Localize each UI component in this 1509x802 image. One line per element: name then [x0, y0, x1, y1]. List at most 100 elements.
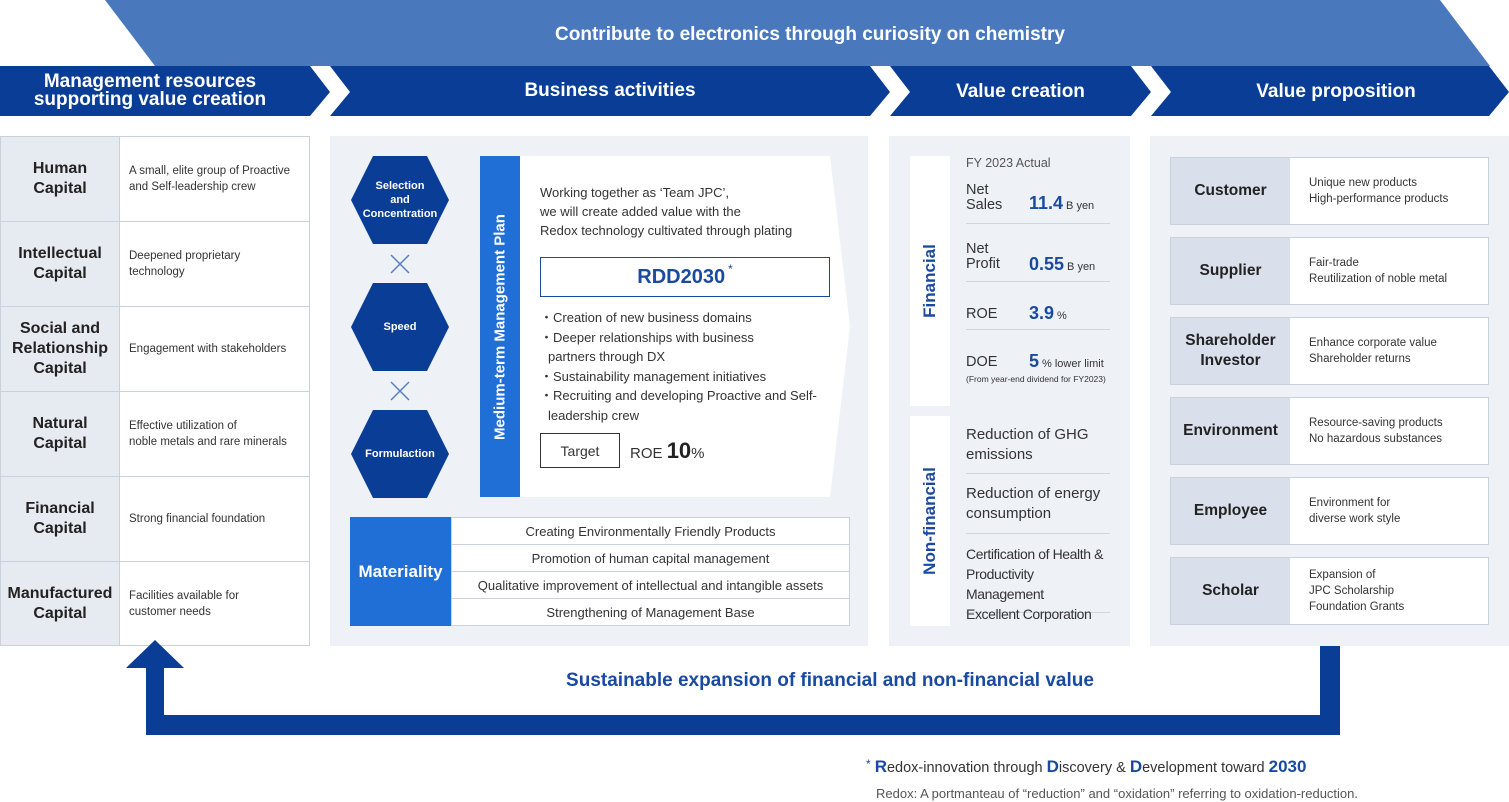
- stakeholder-name: Customer: [1171, 158, 1290, 224]
- stakeholder-desc: Unique new products High-performance pro…: [1290, 158, 1488, 224]
- resource-row: Social and Relationship Capital Engageme…: [1, 307, 309, 392]
- resource-desc: Deepened proprietary technology: [120, 222, 309, 306]
- kpi-number: 3.9: [1029, 303, 1055, 323]
- kpi-roe: ROE 3.9%: [966, 282, 1110, 330]
- table-row: Creating Environmentally Friendly Produc…: [452, 518, 849, 545]
- mtp-intro: Working together as ‘Team JPC’, we will …: [540, 185, 793, 238]
- top-banner-shape: [105, 0, 1490, 66]
- footnote-year: 2030: [1268, 757, 1307, 776]
- nonfinancial-item: Reduction of GHG emissions: [966, 425, 1110, 474]
- mtp-label-bar: Medium-term Management Plan: [480, 156, 520, 497]
- kpi-name: DOE: [966, 354, 998, 370]
- kpi-name: ROE: [966, 306, 998, 322]
- target-prefix: ROE: [630, 445, 663, 462]
- feedback-loop-arrow: [126, 640, 1340, 735]
- stakeholder-name: Supplier: [1171, 238, 1290, 304]
- list-item: ・Recruiting and developing Proactive and…: [540, 388, 817, 423]
- footnote-mark: *: [866, 757, 871, 771]
- resource-desc: A small, elite group of Proactive and Se…: [120, 137, 309, 221]
- kpi-value: 3.9%: [1029, 303, 1067, 324]
- stakeholder-desc: Fair-trade Reutilization of noble metal: [1290, 238, 1488, 304]
- resource-name: Manufactured Capital: [1, 562, 120, 645]
- table-row: Promotion of human capital management: [452, 545, 849, 572]
- financial-label: Financial: [920, 244, 939, 318]
- banner-title: Contribute to electronics through curios…: [555, 24, 1065, 45]
- kpi-name: Net Sales: [966, 182, 1003, 213]
- stakeholder-row: Employee Environment for diverse work st…: [1170, 477, 1489, 545]
- target-number: 10: [666, 438, 692, 463]
- kpi-unit: B yen: [1066, 200, 1095, 212]
- table-row: Qualitative improvement of intellectual …: [452, 572, 849, 599]
- stakeholder-row: Customer Unique new products High-perfor…: [1170, 157, 1489, 225]
- list-item: ・Sustainability management initiatives: [540, 368, 767, 384]
- resource-name: Natural Capital: [1, 392, 120, 476]
- resource-row: Financial Capital Strong financial found…: [1, 477, 309, 562]
- hexagon-label: Selection and Concentration: [362, 180, 438, 220]
- footnote-initial: D: [1046, 757, 1059, 776]
- target-value: ROE 10%: [630, 438, 705, 464]
- footnote-initial: R: [874, 757, 887, 776]
- kpi-name: Net Profit: [966, 241, 1000, 272]
- rdd-mark: *: [728, 262, 733, 276]
- table-row: Strengthening of Management Base: [546, 605, 755, 620]
- kpi-value: 5% lower limit: [1029, 351, 1104, 372]
- footnote-note: Redox: A portmanteau of “reduction” and …: [876, 786, 1358, 801]
- stakeholder-row: Shareholder Investor Enhance corporate v…: [1170, 317, 1489, 385]
- stakeholder-name: Shareholder Investor: [1171, 318, 1290, 384]
- loop-text: Sustainable expansion of financial and n…: [566, 670, 1094, 691]
- resource-row: Intellectual Capital Deepened proprietar…: [1, 222, 309, 307]
- kpi-unit: % lower limit: [1042, 358, 1104, 370]
- header-value-creation: Value creation: [956, 81, 1085, 102]
- footnote-text: iscovery &: [1058, 760, 1130, 776]
- top-banner: [0, 0, 1509, 66]
- footnote-definition: * Redox-innovation through Discovery & D…: [866, 757, 1306, 777]
- resource-desc: Engagement with stakeholders: [120, 307, 309, 391]
- target-unit: %: [691, 445, 705, 462]
- header-value-proposition: Value proposition: [1256, 81, 1416, 102]
- kpi-number: 5: [1029, 351, 1040, 371]
- resource-desc: Effective utilization of noble metals an…: [120, 392, 309, 476]
- footnote-initial: D: [1129, 757, 1143, 776]
- stakeholder-desc: Environment for diverse work style: [1290, 478, 1488, 544]
- footnote-text: evelopment toward: [1142, 760, 1269, 776]
- stakeholder-desc: Resource-saving products No hazardous su…: [1290, 398, 1488, 464]
- hexagon-shape: [351, 156, 449, 244]
- resource-desc: Strong financial foundation: [120, 477, 309, 561]
- stakeholder-row: Environment Resource-saving products No …: [1170, 397, 1489, 465]
- resource-desc: Facilities available for customer needs: [120, 562, 309, 645]
- times-icon: [390, 381, 410, 401]
- rdd-title: RDD2030: [637, 265, 726, 288]
- header-business: Business activities: [524, 80, 696, 101]
- footnote-text: edox-innovation through: [886, 760, 1047, 776]
- mtp-label: Medium-term Management Plan: [491, 213, 509, 440]
- list-item: ・Creation of new business domains: [540, 310, 752, 325]
- hexagon-label: Speed: [383, 321, 417, 333]
- hexagon-shape: [351, 283, 449, 371]
- materiality-label: Materiality: [350, 517, 451, 626]
- kpi-unit: B yen: [1067, 261, 1096, 273]
- resource-name: Financial Capital: [1, 477, 120, 561]
- stakeholder-name: Environment: [1171, 398, 1290, 464]
- nonfinancial-item: Certification of Health & Productivity M…: [966, 544, 1110, 622]
- kpi-unit: %: [1057, 310, 1067, 322]
- resource-row: Human Capital A small, elite group of Pr…: [1, 137, 309, 222]
- kpi-number: 11.4: [1029, 193, 1064, 213]
- nonfinancial-bar: Non-financial: [910, 416, 950, 626]
- mtp-list: ・Creation of new business domains ・Deepe…: [540, 308, 840, 425]
- resource-row: Manufactured Capital Facilities availabl…: [1, 562, 309, 645]
- resource-name: Human Capital: [1, 137, 120, 221]
- resources-panel: Human Capital A small, elite group of Pr…: [0, 136, 310, 646]
- stakeholder-desc: Enhance corporate value Shareholder retu…: [1290, 318, 1488, 384]
- kpi-doe: DOE 5% lower limit (From year-end divide…: [966, 330, 1110, 388]
- resource-name: Intellectual Capital: [1, 222, 120, 306]
- stakeholder-name: Scholar: [1171, 558, 1290, 624]
- header-chevrons: Management resources supporting value cr…: [0, 66, 1509, 118]
- hexagon-label: Formulaction: [365, 448, 435, 460]
- stakeholder-name: Employee: [1171, 478, 1290, 544]
- kpi-note: (From year-end dividend for FY2023): [966, 374, 1106, 384]
- hexagon-selection: Selection and Concentration: [351, 156, 449, 244]
